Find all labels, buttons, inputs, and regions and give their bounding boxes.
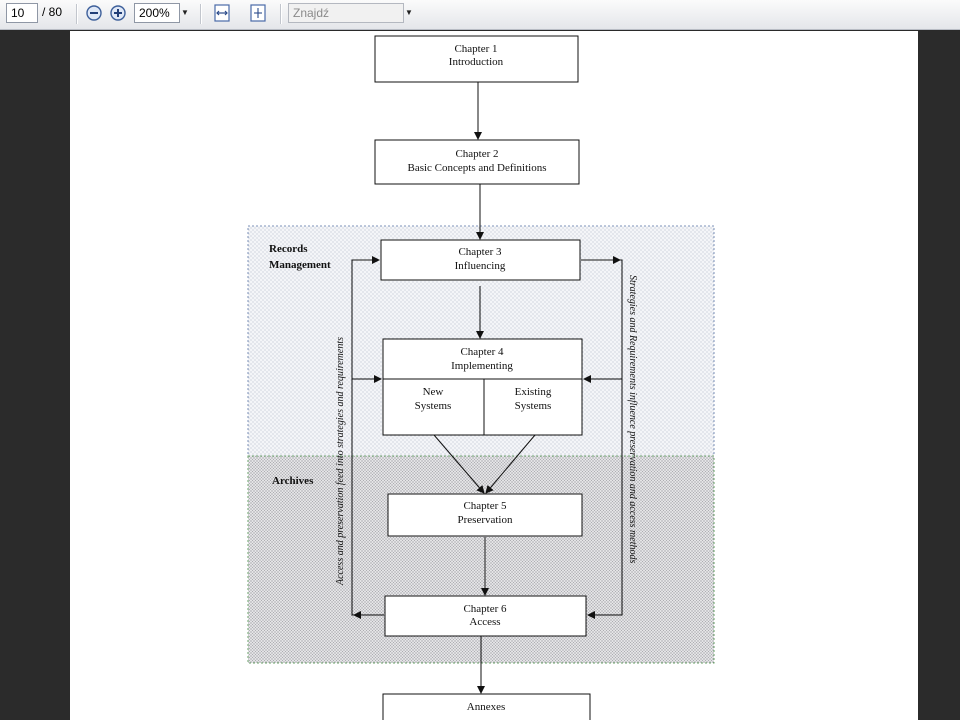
records-management-label: Records <box>269 243 308 255</box>
records-management-label: Management <box>269 259 331 271</box>
fit-page-icon <box>250 4 266 22</box>
chapter-6-title: Chapter 6 <box>463 603 507 615</box>
connector-new-5 <box>433 434 485 494</box>
new-systems-label: New <box>423 386 444 398</box>
new-systems-label: Systems <box>415 400 452 412</box>
chapter-4-box: Chapter 4 Implementing New Systems Exist… <box>382 338 583 436</box>
chapter-1-title: Chapter 1 <box>454 43 497 55</box>
toolbar-separator <box>280 4 282 24</box>
annexes-label: Annexes <box>467 701 506 713</box>
page-total-label: / 80 <box>42 5 63 19</box>
chapter-4-title: Chapter 4 <box>460 346 504 358</box>
fit-width-button[interactable] <box>212 3 232 23</box>
chapter-6-box: Chapter 6 Access <box>384 595 587 637</box>
search-dropdown-button[interactable]: ▼ <box>405 8 413 17</box>
document-page: Records Management Archives Access and p… <box>70 31 918 720</box>
existing-systems-label: Systems <box>515 400 552 412</box>
chapter-5-subtitle: Preservation <box>458 514 513 526</box>
annexes-box: Annexes <box>382 693 591 720</box>
archives-label: Archives <box>272 475 314 487</box>
chapter-2-subtitle: Basic Concepts and Definitions <box>407 162 546 174</box>
zoom-in-button[interactable] <box>108 3 128 23</box>
chapter-5-title: Chapter 5 <box>463 500 507 512</box>
chapter-6-subtitle: Access <box>469 616 500 628</box>
zoom-in-icon <box>110 5 126 21</box>
zoom-dropdown-button[interactable]: ▼ <box>181 8 189 17</box>
flowchart: Records Management Archives Access and p… <box>247 35 715 720</box>
left-vertical-label: Access and preservation feed into strate… <box>335 337 346 586</box>
chapter-3-subtitle: Influencing <box>455 260 506 272</box>
connector-existing-5 <box>485 434 536 494</box>
chapter-3-box: Chapter 3 Influencing <box>380 239 581 281</box>
chapter-5-box: Chapter 5 Preservation <box>387 493 583 537</box>
fit-page-button[interactable] <box>248 3 268 23</box>
right-vertical-label: Strategies and Requirements influence pr… <box>627 275 638 563</box>
chapter-3-title: Chapter 3 <box>458 246 502 258</box>
existing-systems-label: Existing <box>515 386 552 398</box>
chapter-2-box: Chapter 2 Basic Concepts and Definitions <box>374 139 580 185</box>
chapter-1-box: Chapter 1 Introduction <box>374 35 579 83</box>
zoom-out-button[interactable] <box>84 3 104 23</box>
toolbar: 10 / 80 200% ▼ Znajdź ▼ <box>0 0 960 30</box>
search-input[interactable]: Znajdź <box>288 3 404 23</box>
zoom-input[interactable]: 200% <box>134 3 180 23</box>
viewer-background-left <box>0 31 70 720</box>
toolbar-separator <box>76 4 78 24</box>
page-number-input[interactable]: 10 <box>6 3 38 23</box>
chapter-2-title: Chapter 2 <box>455 148 498 160</box>
zoom-out-icon <box>86 5 102 21</box>
toolbar-separator <box>200 4 202 24</box>
chapter-1-subtitle: Introduction <box>449 56 504 68</box>
chapter-4-subtitle: Implementing <box>451 360 513 372</box>
fit-width-icon <box>214 4 230 22</box>
viewer-background-right <box>918 31 960 720</box>
